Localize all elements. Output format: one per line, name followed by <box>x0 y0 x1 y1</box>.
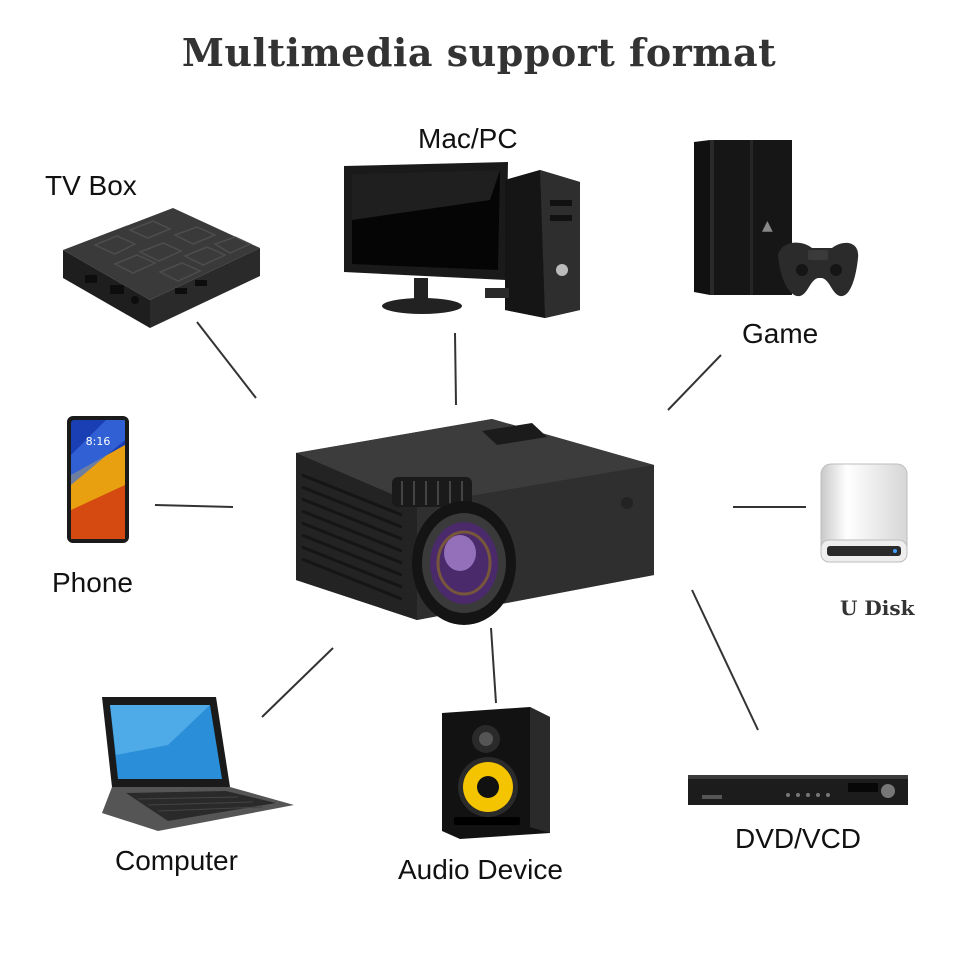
phone-clock: 8:16 <box>86 435 111 448</box>
dvd-vcd-label: DVD/VCD <box>735 823 862 854</box>
connector-audio <box>490 627 497 704</box>
mac-pc-image <box>344 162 580 318</box>
connector-computer <box>261 647 334 718</box>
svg-text:▲: ▲ <box>762 218 773 234</box>
dvd-player-image <box>688 775 908 805</box>
projector-image <box>296 419 654 625</box>
connector-phone <box>154 504 234 508</box>
u-disk-image <box>820 463 908 563</box>
audio-device-label: Audio Device <box>398 854 563 885</box>
speaker-image <box>442 707 550 839</box>
connector-game <box>667 354 722 411</box>
game-label: Game <box>742 318 819 349</box>
connector-mac-pc <box>454 332 457 406</box>
computer-label: Computer <box>115 845 238 876</box>
u-disk-label: U Disk <box>840 596 915 620</box>
tv-box-image <box>63 208 260 328</box>
connector-dvd <box>691 589 759 731</box>
phone-image: 8:16 <box>67 416 129 543</box>
tv-box-label: TV Box <box>45 170 137 201</box>
laptop-image <box>102 697 294 831</box>
game-console-image: ▲ <box>694 140 859 297</box>
phone-label: Phone <box>52 567 133 598</box>
connector-tv-box <box>196 321 257 399</box>
page-title: Multimedia support format <box>181 30 777 75</box>
mac-pc-label: Mac/PC <box>418 123 518 154</box>
